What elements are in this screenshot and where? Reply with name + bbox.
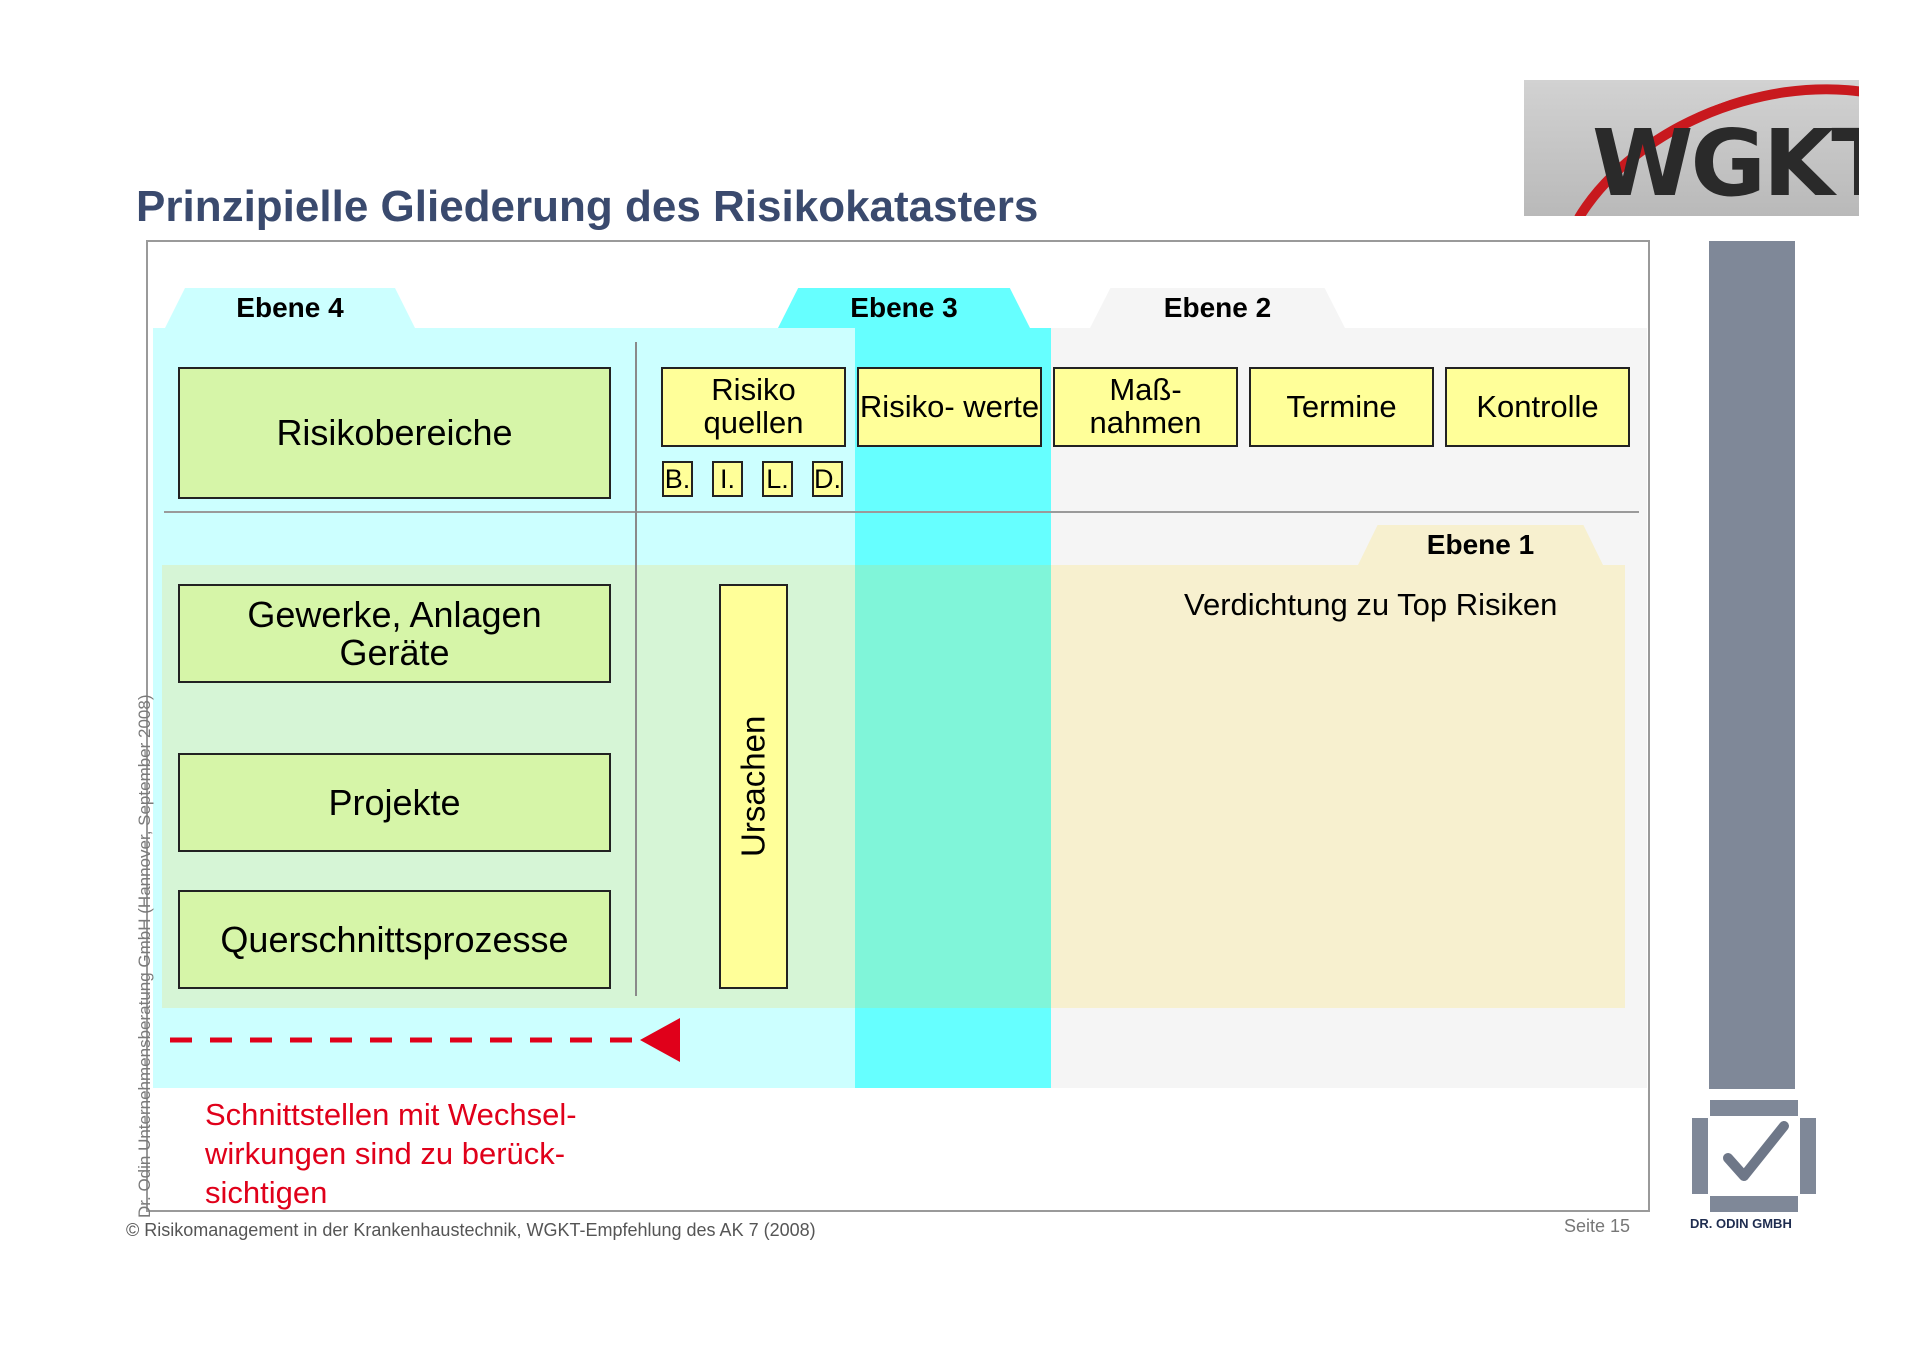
box-gewerke: Gewerke, Anlagen Geräte [178, 584, 611, 683]
ebene1-zone [1051, 565, 1625, 1008]
ebene3-inner-zone [855, 565, 1051, 1008]
odin-label: DR. ODIN GMBH [1690, 1216, 1792, 1231]
interface-note: Schnittstellen mit Wechsel- wirkungen si… [205, 1097, 577, 1210]
horizontal-divider [164, 511, 1639, 513]
odin-checkmark-logo [1692, 1100, 1816, 1212]
tab-ebene2: Ebene 2 [1090, 288, 1345, 328]
vertical-divider [635, 342, 637, 996]
box-massnahmen: Maß- nahmen [1053, 367, 1238, 447]
box-risikoquellen: Risiko quellen [661, 367, 846, 447]
box-projekte: Projekte [178, 753, 611, 852]
verdichtung-text: Verdichtung zu Top Risiken [1184, 587, 1558, 622]
box-termine: Termine [1249, 367, 1434, 447]
arrow-head [640, 1018, 680, 1062]
page-number: Seite 15 [1564, 1216, 1631, 1236]
small-box-l: L. [762, 461, 793, 497]
small-box-b: B. [662, 461, 693, 497]
wgkt-logo: WGKT [1524, 80, 1859, 216]
footer-text: © Risikomanagement in der Krankenhaustec… [126, 1220, 816, 1240]
page-title: Prinzipielle Gliederung des Risikokatast… [136, 182, 1039, 231]
sidebar-bar [1709, 241, 1795, 1089]
box-querschnittsprozesse: Querschnittsprozesse [178, 890, 611, 989]
tab-ebene4: Ebene 4 [165, 288, 415, 328]
box-risikowerte: Risiko- werte [857, 367, 1042, 447]
box-ursachen: Ursachen [719, 584, 788, 989]
logo-text: WGKT [1592, 110, 1859, 216]
tab-ebene3: Ebene 3 [778, 288, 1030, 328]
small-box-d: D. [812, 461, 843, 497]
tab-ebene1: Ebene 1 [1358, 525, 1603, 565]
box-kontrolle: Kontrolle [1445, 367, 1630, 447]
small-box-i: I. [712, 461, 743, 497]
box-risikobereiche: Risikobereiche [178, 367, 611, 499]
vertical-copyright: Dr. Odin Unternehmensberatung GmbH (Hann… [135, 694, 154, 1219]
interface-arrow [170, 1018, 680, 1062]
